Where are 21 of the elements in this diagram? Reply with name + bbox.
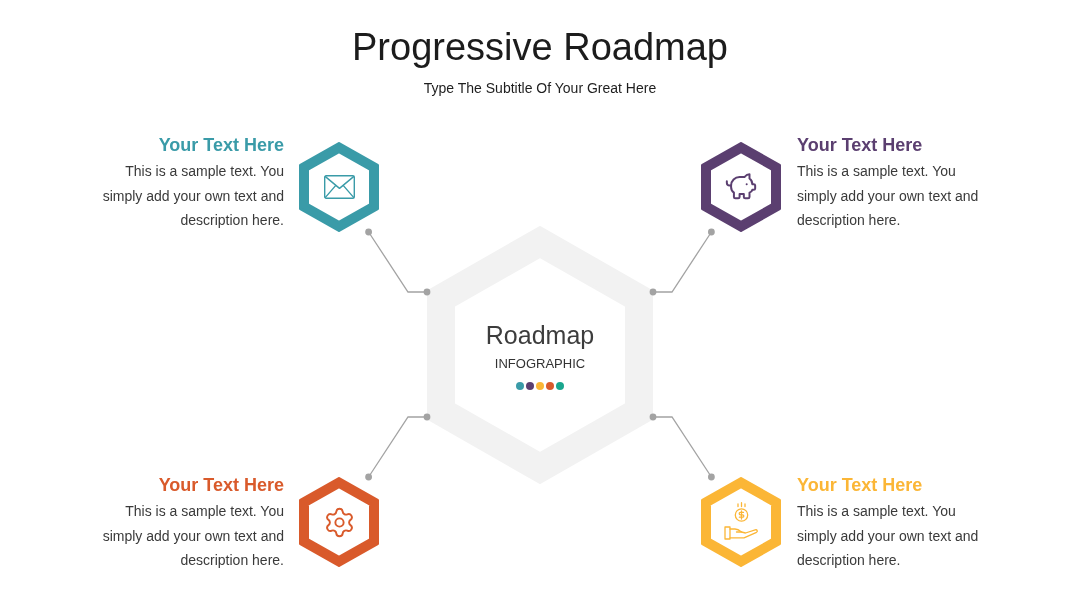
hexagon-frame bbox=[701, 142, 781, 232]
connector-line bbox=[365, 413, 431, 481]
hexagon-frame bbox=[299, 477, 379, 567]
description-text: This is a sample text. You simply add your own text and description here. bbox=[797, 162, 980, 230]
center-subtitle: INFOGRAPHIC bbox=[494, 356, 586, 372]
heading-text: Your Text Here bbox=[797, 474, 923, 496]
description-text: This is a sample text. You simply add your own text and description here. bbox=[101, 162, 284, 230]
connector-line bbox=[365, 228, 431, 296]
connector-line bbox=[649, 413, 715, 481]
subtitle-text: Type The Subtitle Of Your Great Here bbox=[423, 79, 657, 97]
hexagon-frame bbox=[701, 477, 781, 567]
description-text: This is a sample text. You simply add your own text and description here. bbox=[797, 502, 980, 570]
heading-text: Your Text Here bbox=[158, 134, 284, 156]
hexagon-frame bbox=[427, 226, 653, 484]
title-text: Progressive Roadmap bbox=[352, 25, 728, 70]
heading-text: Your Text Here bbox=[797, 134, 923, 156]
connector-line bbox=[649, 228, 715, 296]
description-text: This is a sample text. You simply add your own text and description here. bbox=[101, 502, 284, 570]
hexagon-frame bbox=[299, 142, 379, 232]
center-title: Roadmap bbox=[485, 320, 595, 350]
heading-text: Your Text Here bbox=[158, 474, 284, 496]
